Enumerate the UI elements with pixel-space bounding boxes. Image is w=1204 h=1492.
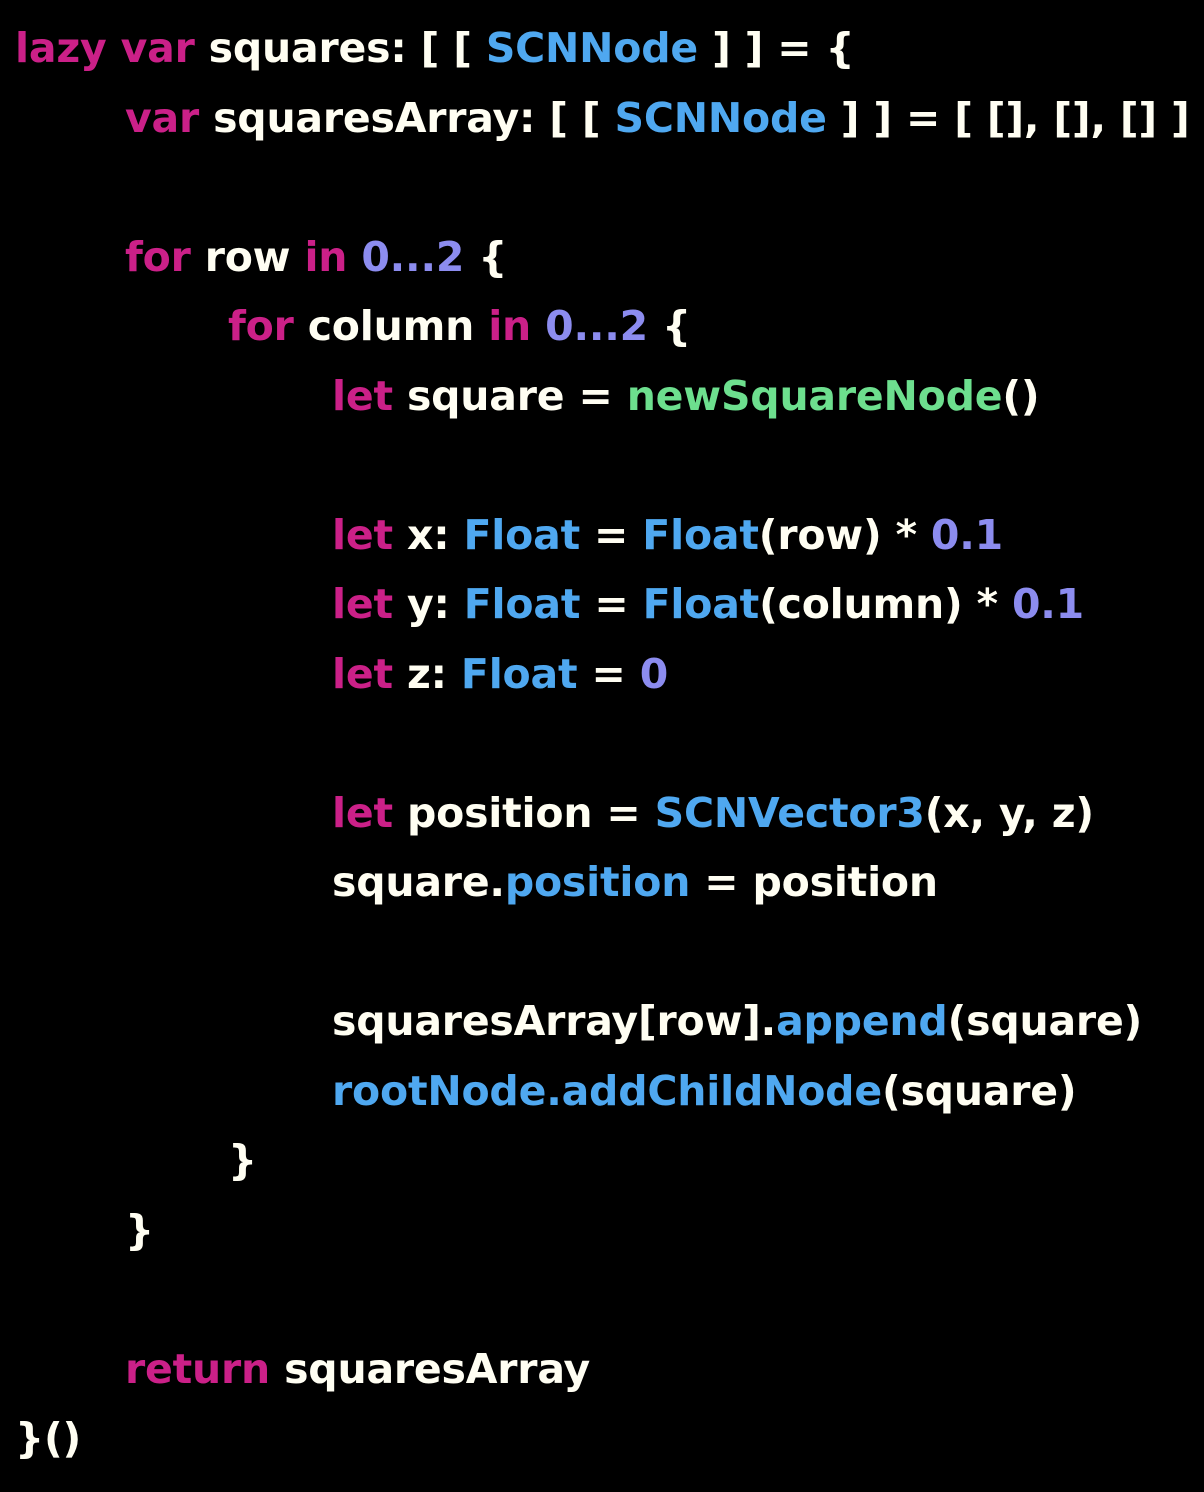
code-line: for row in 0...2 { [0,223,1204,293]
code-token-fn: newSquareNode [626,371,1003,420]
code-token-plain: (x, y, z) [924,788,1094,837]
code-token-plain: { [464,232,508,281]
code-line: lazy var squares: [ [ SCNNode ] ] = { [0,14,1204,84]
code-token-type: Float [463,510,580,559]
code-token-plain: squaresArray: [ [ [199,93,615,142]
code-line: square.position = position [0,848,1204,918]
code-line: for column in 0...2 { [0,292,1204,362]
code-token-plain: squaresArray[row]. [332,997,777,1045]
code-token-kw: let [332,788,393,837]
code-token-kw: let [332,510,393,559]
code-token-type: Float [642,510,759,559]
code-token-kw: in [304,232,348,281]
code-token-kw: lazy [15,24,107,72]
code-line: let z: Float = 0 [0,640,1204,710]
code-token-plain: ] ] = { [698,24,855,72]
code-token-kw: return [125,1344,271,1393]
code-token-prop: position [504,858,691,906]
code-token-kw: let [332,580,393,628]
code-line: } [0,1126,1204,1196]
code-token-plain: x: [392,510,464,559]
code-line: squaresArray[row].append(square) [0,987,1204,1057]
code-token-plain: (row) * [758,510,931,559]
code-token-num: 0 [639,649,669,698]
code-token-kw: for [228,302,294,350]
code-token-plain: column [293,302,489,350]
code-line: let square = newSquareNode() [0,362,1204,432]
code-token-plain: } [228,1136,257,1184]
code-token-plain: }() [15,1414,82,1462]
code-token-prop: . [546,1066,562,1115]
code-token-plain: { [647,302,691,350]
code-token-plain: y: [392,580,464,628]
code-token-plain: (column) * [759,580,1012,628]
code-token-plain: squaresArray [270,1344,591,1393]
code-token-prop: rootNode [332,1066,547,1115]
code-token-plain [531,302,545,350]
code-token-kw: for [125,232,191,281]
code-token-num: 0.1 [1011,580,1084,628]
code-token-kw: var [120,24,195,72]
code-token-plain: = position [690,858,938,906]
code-token-plain: = [580,580,643,628]
code-token-prop: append [776,997,948,1045]
code-token-plain: (square) [881,1066,1077,1115]
code-token-plain: ] ] = [ [], [], [] ] [826,93,1190,142]
code-token-plain: = [577,649,640,698]
code-token-plain [107,24,121,72]
code-line [0,153,1204,223]
code-line: var squaresArray: [ [ SCNNode ] ] = [ []… [0,84,1204,154]
code-token-num: 0...2 [545,302,648,350]
code-token-plain: = [579,510,643,559]
code-line: rootNode.addChildNode(square) [0,1057,1204,1127]
code-token-kw: var [125,93,200,142]
code-token-num: 0...2 [361,232,465,281]
code-token-kw: in [488,302,532,350]
code-line: let position = SCNVector3(x, y, z) [0,779,1204,849]
code-line: } [0,1196,1204,1266]
code-token-plain: squares: [ [ [194,24,486,72]
code-line [0,1265,1204,1335]
code-line [0,918,1204,988]
code-line: }() [0,1404,1204,1474]
code-token-plain: () [1002,371,1040,420]
code-token-plain [347,233,361,281]
code-token-type: Float [463,580,581,628]
code-line: let x: Float = Float(row) * 0.1 [0,501,1204,571]
code-token-type: SCNNode [485,24,698,72]
code-token-plain: z: [392,649,461,698]
code-line [0,709,1204,779]
code-token-kw: let [332,371,393,420]
code-line: let y: Float = Float(column) * 0.1 [0,570,1204,640]
code-token-prop: addChildNode [561,1066,883,1115]
code-token-type: Float [460,649,578,698]
code-line [0,431,1204,501]
code-token-plain: square. [332,858,505,906]
code-token-type: SCNVector3 [654,788,925,837]
code-token-kw: let [332,649,393,698]
code-token-num: 0.1 [930,510,1003,559]
code-token-plain: position = [392,788,655,837]
code-token-type: Float [642,580,760,628]
code-token-plain: row [190,232,305,281]
code-token-plain: } [125,1205,154,1254]
code-token-type: SCNNode [614,93,827,142]
code-token-plain: square = [392,371,627,420]
code-line: return squaresArray [0,1335,1204,1405]
code-token-plain: (square) [947,997,1143,1045]
